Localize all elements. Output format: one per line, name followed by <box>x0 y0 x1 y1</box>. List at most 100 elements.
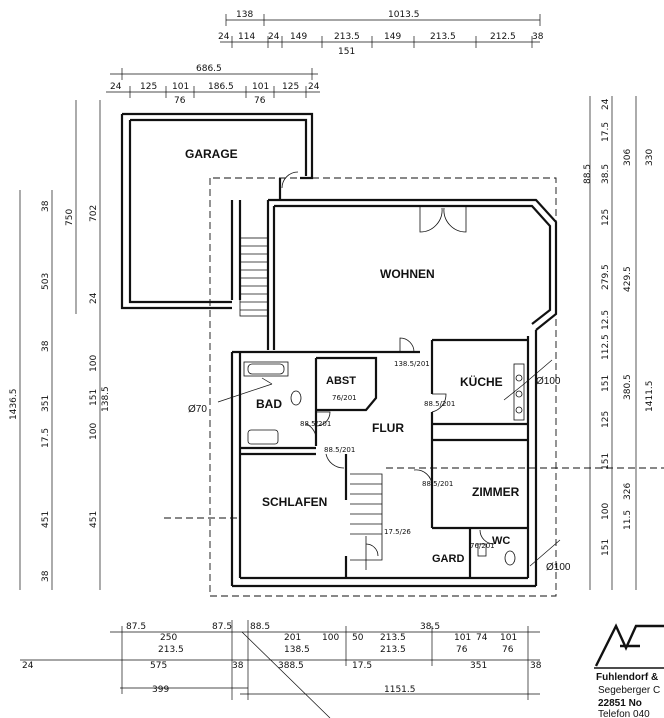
door-note-flur: 138.5/201 <box>394 360 430 368</box>
dim-bot1s-76a: 76 <box>456 645 468 655</box>
dim-left-451-b: 451 <box>89 511 99 528</box>
dim-left-451-a: 451 <box>41 511 51 528</box>
dim-left-702: 702 <box>89 205 99 222</box>
dim-bot1s-138: 138.5 <box>284 645 310 655</box>
garage-walls <box>120 112 314 310</box>
company-city: 22851 No <box>598 698 642 709</box>
lower-stair <box>350 473 383 570</box>
dim-bot3-1151: 1151.5 <box>384 685 416 695</box>
dim-bot2-575: 575 <box>150 661 167 671</box>
section-line <box>164 467 664 718</box>
dim-right-11: 11.5 <box>623 510 633 530</box>
dim-top2-38: 38 <box>532 32 544 42</box>
dim-bot2-38a: 38 <box>232 661 244 671</box>
diameter-left: Ø70 <box>188 404 207 415</box>
dim-left-503: 503 <box>41 273 51 290</box>
room-zimmer: ZIMMER <box>472 485 520 499</box>
dim-bot2-38b: 38 <box>530 661 542 671</box>
dim-garage-186: 186.5 <box>208 82 234 92</box>
dim-right-326: 326 <box>623 483 633 500</box>
dim-bot1s-76b: 76 <box>502 645 514 655</box>
door-note-abst: 76/201 <box>332 394 357 402</box>
dim-right-100: 100 <box>601 503 611 520</box>
dim-top2-151: 151 <box>338 47 355 57</box>
diameter-leaders <box>217 359 561 567</box>
dim-bot1-87b: 87.5 <box>212 622 232 632</box>
dim-top-138: 138 <box>236 10 253 20</box>
door-note-bad: 88.5/201 <box>300 420 331 428</box>
dim-garage-101b: 101 <box>252 82 269 92</box>
room-gard: GARD <box>432 553 464 565</box>
dim-left-1436: 1436.5 <box>9 389 19 421</box>
top-dimensions <box>106 14 541 98</box>
dim-top2-212: 212.5 <box>490 32 516 42</box>
interior-walls <box>240 340 528 578</box>
dim-garage-76b: 76 <box>254 96 266 106</box>
dim-top2-114: 114 <box>238 32 255 42</box>
door-note-zimmer: 88.5/201 <box>422 480 453 488</box>
dim-bot1-50: 50 <box>352 633 364 643</box>
dim-left-24: 24 <box>89 292 99 304</box>
dim-left-100b: 100 <box>89 423 99 440</box>
dim-left-17: 17.5 <box>41 428 51 448</box>
room-wohnen: WOHNEN <box>380 267 435 281</box>
dim-left-38a: 38 <box>41 200 51 212</box>
dim-right-12: 12.5 <box>601 310 611 330</box>
diameter-kueche: Ø100 <box>536 376 561 387</box>
dim-bot1-87a: 87.5 <box>126 622 146 632</box>
dim-garage-125b: 125 <box>282 82 299 92</box>
dim-right-38: 38.5 <box>601 164 611 184</box>
dim-bot3-399: 399 <box>152 685 169 695</box>
dim-garage-total: 686.5 <box>196 64 222 74</box>
dim-left-38c: 38 <box>41 570 51 582</box>
dim-bot2-17: 17.5 <box>352 661 372 671</box>
dim-garage-24a: 24 <box>110 82 122 92</box>
room-flur: FLUR <box>372 421 404 435</box>
dim-top2-149b: 149 <box>384 32 401 42</box>
dim-bot1s-213a: 213.5 <box>158 645 184 655</box>
dim-right-330: 330 <box>645 149 655 166</box>
right-dimensions <box>589 96 637 590</box>
dim-right-112: 112.5 <box>601 334 611 360</box>
dim-garage-101a: 101 <box>172 82 189 92</box>
dim-right-88: 88.5 <box>583 164 593 184</box>
dim-right-279: 279.5 <box>601 264 611 290</box>
dim-right-151a: 151 <box>601 375 611 392</box>
dim-top-1013: 1013.5 <box>388 10 420 20</box>
company-logo <box>594 623 664 667</box>
doors <box>305 337 495 545</box>
dim-top2-213b: 213.5 <box>430 32 456 42</box>
dim-garage-76a: 76 <box>174 96 186 106</box>
stair-note: 17.5/26 <box>384 528 411 536</box>
dim-left-351: 351 <box>41 395 51 412</box>
dim-left-38b: 38 <box>41 340 51 352</box>
dim-bot1-38: 38.5 <box>420 622 440 632</box>
site-boundary <box>209 177 557 597</box>
dim-right-125a: 125 <box>601 209 611 226</box>
company-name: Fuhlendorf & <box>596 672 658 683</box>
company-block <box>594 623 664 669</box>
dim-left-100a: 100 <box>89 355 99 372</box>
dim-bot1-101b: 101 <box>500 633 517 643</box>
dim-left-151: 151 <box>89 389 99 406</box>
dim-bot2-388: 388.5 <box>278 661 304 671</box>
bottom-dimensions <box>20 620 540 700</box>
company-phone: Telefon 040 <box>598 709 650 718</box>
dim-bot1-213: 213.5 <box>380 633 406 643</box>
dim-right-151b: 151 <box>601 453 611 470</box>
diameter-gard: Ø100 <box>546 562 571 573</box>
dim-left-138: 138.5 <box>101 386 111 412</box>
dim-bot1-100: 100 <box>322 633 339 643</box>
dim-right-429: 429.5 <box>623 266 633 292</box>
left-dimensions <box>19 100 101 590</box>
room-schlafen: SCHLAFEN <box>262 495 327 509</box>
dim-right-125b: 125 <box>601 411 611 428</box>
dim-garage-24b: 24 <box>308 82 320 92</box>
dim-right-1411: 1411.5 <box>645 381 655 413</box>
dim-bot1-74: 74 <box>476 633 488 643</box>
dim-right-151c: 151 <box>601 539 611 556</box>
dim-bot2-24: 24 <box>22 661 34 671</box>
dim-top2-213a: 213.5 <box>334 32 360 42</box>
dim-right-17: 17.5 <box>601 122 611 142</box>
room-garage: GARAGE <box>185 147 238 161</box>
